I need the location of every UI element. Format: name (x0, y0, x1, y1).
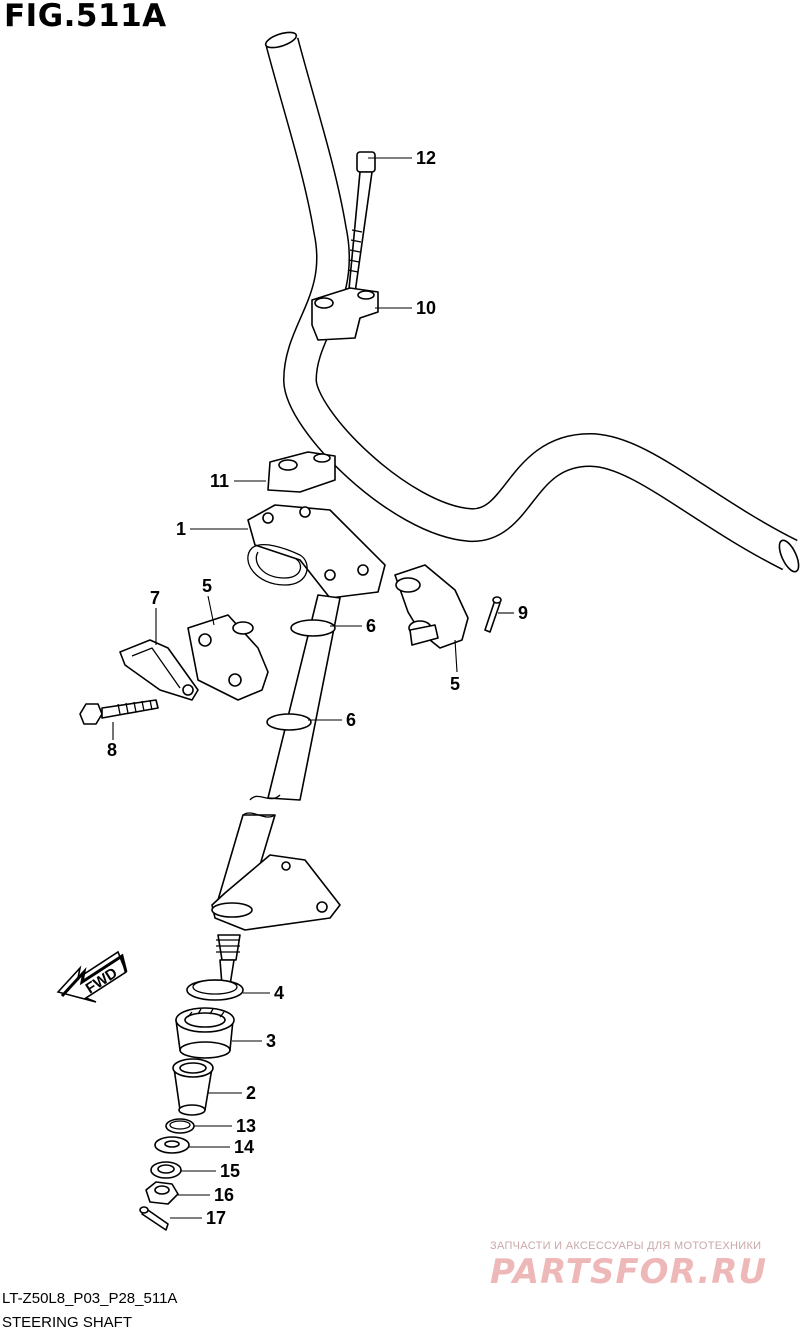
callout-4: 4 (274, 983, 284, 1003)
bearing-holder-5-right (394, 564, 469, 649)
nut-16 (145, 1181, 179, 1205)
callout-15: 15 (220, 1161, 240, 1181)
washer-14 (154, 1136, 190, 1154)
nut-3 (175, 1007, 235, 1059)
steering-shaft (211, 594, 341, 986)
washer-13 (165, 1118, 195, 1134)
callout-6-lower: 6 (346, 710, 356, 730)
holder-upper-10 (311, 287, 379, 341)
bolt-8 (79, 699, 159, 725)
figure-name: STEERING SHAFT (2, 1314, 133, 1331)
callout-3: 3 (266, 1031, 276, 1051)
callout-6-upper: 6 (366, 616, 376, 636)
watermark-tagline: ЗАПЧАСТИ И АКСЕССУАРЫ ДЛЯ МОТОТЕХНИКИ (490, 1240, 762, 1252)
fwd-arrow: FWD (56, 950, 128, 1003)
callout-9: 9 (518, 603, 528, 623)
figure-code: LT-Z50L8_P03_P28_511A (2, 1290, 178, 1307)
callout-7: 7 (150, 588, 160, 608)
cotter-pin-9 (484, 596, 502, 633)
callout-1: 1 (176, 519, 186, 539)
washer-15 (150, 1161, 182, 1179)
holder-lower-11 (267, 451, 336, 493)
handlebar (264, 31, 800, 573)
oil-seal-4 (186, 979, 244, 1001)
bolt-12 (347, 151, 376, 301)
callout-8: 8 (107, 740, 117, 760)
callouts: 12 10 11 1 7 5 9 6 5 8 6 4 3 2 13 14 15 (107, 148, 528, 1228)
bushing-2 (172, 1058, 214, 1116)
callout-13: 13 (236, 1116, 256, 1136)
callout-2: 2 (246, 1083, 256, 1103)
callout-5-right: 5 (450, 674, 460, 694)
cotter-pin-17 (139, 1206, 169, 1231)
callout-16: 16 (214, 1185, 234, 1205)
clamp-7 (119, 639, 199, 701)
column-plate-1 (247, 504, 386, 599)
bearing-holder-5-left (187, 614, 269, 701)
callout-11: 11 (210, 471, 229, 491)
callout-10: 10 (416, 298, 436, 318)
callout-12: 12 (416, 148, 436, 168)
watermark-logo: PARTSFOR.RU (490, 1252, 768, 1292)
callout-17: 17 (206, 1208, 226, 1228)
callout-14: 14 (234, 1137, 254, 1157)
callout-5-left: 5 (202, 576, 212, 596)
figure-title: FIG.511A (4, 0, 167, 34)
